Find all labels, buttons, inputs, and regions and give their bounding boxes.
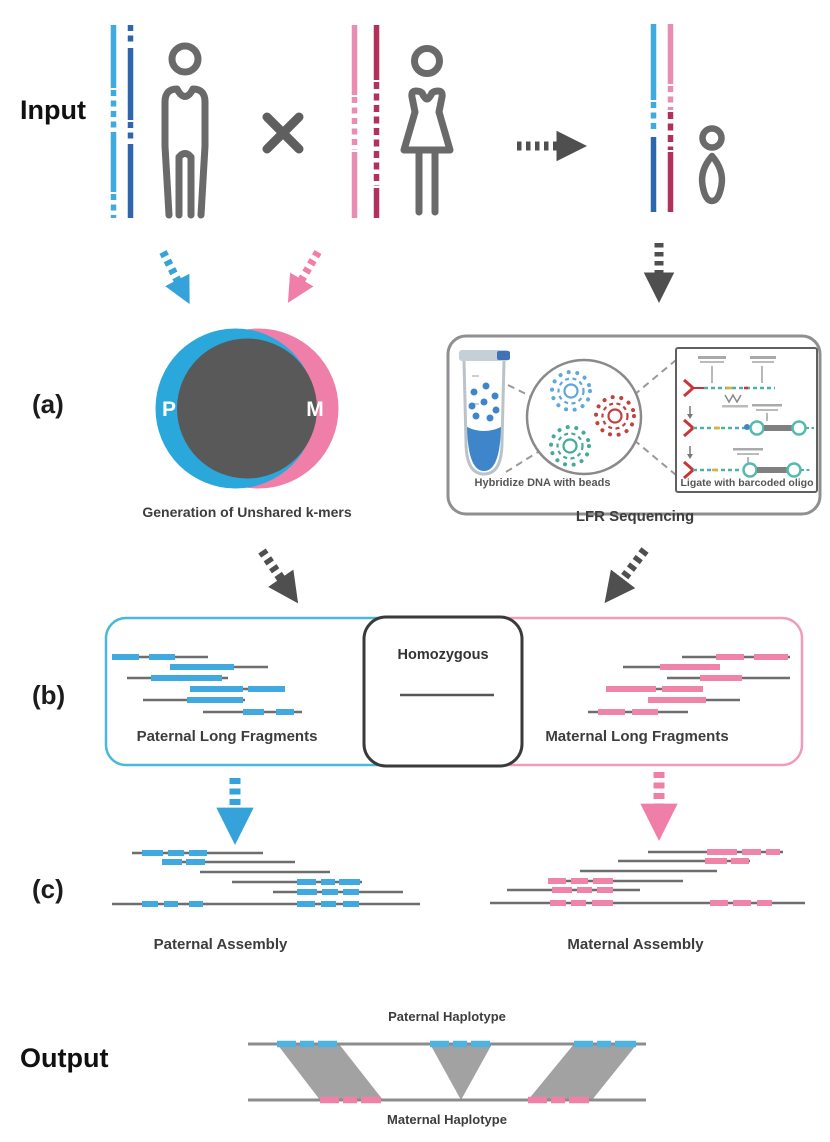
venn-diagram (155, 328, 339, 489)
lfr-box (446, 334, 822, 516)
mother-chromosomes-icon (351, 25, 380, 218)
venn-caption: Generation of Unshared k-mers (142, 504, 352, 520)
paternal-fragments-label: Paternal Long Fragments (136, 728, 318, 745)
output-label: Output (20, 1043, 109, 1073)
child-icon (698, 125, 726, 205)
section-a-label: (a) (32, 389, 64, 419)
venn-paternal-letter: P (161, 398, 176, 421)
maternal-assembly-graphic (490, 849, 805, 906)
maternal-long-fragments-graphic (588, 654, 790, 715)
output-haplotype-graphic (248, 1040, 646, 1104)
arrow-lfr-to-fragments (604, 547, 649, 604)
section-c-label: (c) (32, 874, 64, 904)
input-label: Input (20, 95, 86, 125)
hybridize-label: Hybridize DNA with beads (474, 477, 611, 489)
section-b-label: (b) (32, 680, 66, 710)
bead-blue (550, 370, 592, 412)
arrow-kmers-to-fragments (258, 548, 299, 604)
homozygous-box (362, 615, 524, 768)
bead-red (594, 395, 636, 437)
magnifier-circle (525, 358, 643, 476)
arrow-maternal-kmers (287, 249, 322, 303)
venn-maternal-letter: M (306, 398, 324, 421)
father-icon (161, 42, 209, 219)
paternal-long-fragments-graphic (112, 654, 302, 715)
maternal-fragments-label: Maternal Long Fragments (545, 728, 729, 745)
paternal-assembly-graphic (112, 850, 420, 907)
child-chromosomes-icon (650, 24, 674, 212)
barcode-box (675, 347, 818, 493)
cross-icon (262, 112, 304, 154)
maternal-haplotype-label: Maternal Haplotype (387, 1112, 507, 1127)
homozygous-label: Homozygous (397, 647, 489, 663)
ligate-label: Ligate with barcoded oligo (680, 477, 814, 489)
bead-teal (549, 425, 591, 467)
paternal-assembly-label: Paternal Assembly (153, 936, 288, 953)
tube-icon (459, 350, 510, 476)
father-chromosomes-icon (110, 25, 134, 218)
paternal-haplotype-label: Paternal Haplotype (388, 1009, 506, 1024)
mother-icon (400, 45, 454, 216)
lfr-caption: LFR Sequencing (575, 508, 695, 525)
maternal-assembly-label: Maternal Assembly (567, 936, 704, 953)
arrow-paternal-kmers (159, 250, 190, 305)
